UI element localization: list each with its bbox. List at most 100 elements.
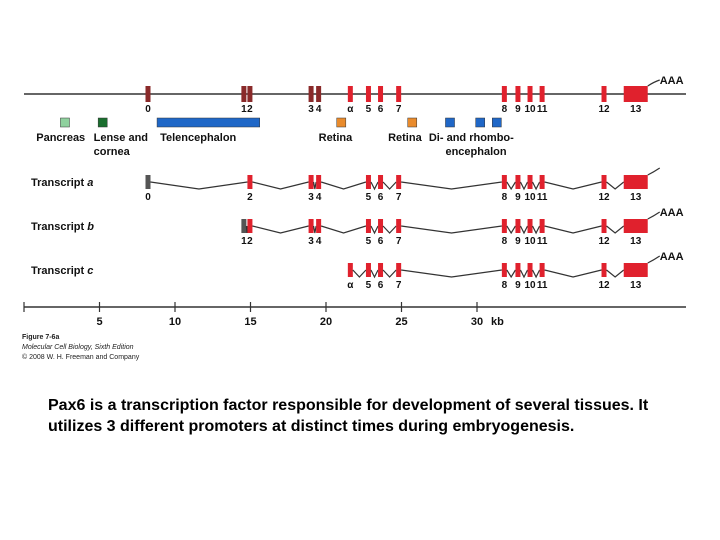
exon-8-label: 8 <box>502 104 508 115</box>
transcript-b-intron-12 <box>606 225 625 234</box>
exon-12-label: 12 <box>598 104 610 115</box>
exon-0-label: 0 <box>145 104 151 115</box>
exon-10-label: 10 <box>524 104 536 115</box>
transcript-a-exon-13-label: 13 <box>630 192 642 203</box>
exon-4-mark <box>316 86 322 102</box>
transcript-c-exon-9-label: 9 <box>515 280 521 291</box>
transcript-a-exon-11-label: 11 <box>537 192 548 203</box>
tissue-dirhombo-label-2: encephalon <box>445 146 506 158</box>
scale-unit: kb <box>491 316 504 328</box>
transcript-b-intron-7 <box>401 225 502 234</box>
transcript-a-intron-12 <box>606 181 625 190</box>
transcript-b-intron-4 <box>320 225 367 234</box>
transcript-b-exon-2-label: 2 <box>247 236 253 247</box>
transcript-c-exon-13-label: 13 <box>630 280 642 291</box>
transcript-c-exon-9 <box>515 263 521 277</box>
transcript-c-polya: AAA <box>660 251 684 263</box>
transcript-b-label: Transcript b <box>31 221 94 233</box>
transcript-a-tail <box>647 167 661 176</box>
transcript-b-exon-5-label: 5 <box>366 236 372 247</box>
exon-1-label: 1 <box>241 104 247 115</box>
transcript-a-exon-12-label: 12 <box>598 192 610 203</box>
transcript-a-exon-4-label: 4 <box>316 192 322 203</box>
transcript-c-exon-7 <box>396 263 402 277</box>
transcript-a-exon-7 <box>396 175 402 189</box>
exon-13-label: 13 <box>630 104 642 115</box>
transcript-b-exon-9-label: 9 <box>515 236 521 247</box>
tissue-retina2-box <box>407 117 418 128</box>
transcript-a-exon-9 <box>515 175 521 189</box>
exon-5-label: 5 <box>366 104 372 115</box>
transcript-a-exon-5-label: 5 <box>366 192 372 203</box>
transcript-b-intron-5 <box>370 225 379 235</box>
exon-6-label: 6 <box>378 104 384 115</box>
transcript-a-exon-6 <box>378 175 384 189</box>
transcript-b-intron-1 <box>245 225 249 234</box>
transcript-c-exon-11-label: 11 <box>537 280 548 291</box>
exon-6-mark <box>378 86 384 102</box>
tissue-extra-box-2 <box>492 117 502 128</box>
transcript-c-intron-7 <box>531 269 541 279</box>
exon-9-label: 9 <box>515 104 521 115</box>
scale-label-25: 25 <box>395 316 407 328</box>
transcript-c-exon-6 <box>378 263 384 277</box>
figure-copyright: © 2008 W. H. Freeman and Company <box>22 353 140 361</box>
transcript-c-exon-5 <box>365 263 371 277</box>
transcript-c-exon-13 <box>623 263 648 277</box>
transcript-c-exon-12-label: 12 <box>598 280 610 291</box>
tissue-retina1-box <box>336 117 347 128</box>
scale-label-5: 5 <box>96 316 102 328</box>
transcript-c-intron-1 <box>352 269 367 278</box>
tissue-pancreas-box <box>60 117 70 128</box>
transcript-c-exon-10 <box>527 263 533 277</box>
transcript-c-exon-8 <box>501 263 507 277</box>
transcript-c-intron-4 <box>401 269 502 278</box>
transcript-b-tail <box>647 211 661 220</box>
transcript-c-intron-5 <box>506 269 516 279</box>
exon-3-label: 3 <box>308 104 314 115</box>
transcript-c-label: Transcript c <box>31 265 93 277</box>
transcript-c-exon-11 <box>539 263 545 277</box>
transcript-a-exon-10 <box>527 175 533 189</box>
transcript-b-exon-10 <box>527 219 533 233</box>
transcript-a-exon-11 <box>539 175 545 189</box>
transcript-b-intron-11 <box>544 225 602 234</box>
transcript-b-intron-2 <box>252 225 309 234</box>
exon-2-mark <box>247 86 253 102</box>
transcript-a-intron-4 <box>320 181 367 190</box>
exon-11-label: 11 <box>537 104 548 115</box>
transcript-a-exon-8-label: 8 <box>502 192 508 203</box>
transcript-c-intron-6 <box>519 269 529 279</box>
transcript-b-intron-3 <box>312 225 317 234</box>
tissue-lense-label-2: cornea <box>94 146 131 158</box>
transcript-a-exon-2-label: 2 <box>247 192 253 203</box>
transcript-b-polya: AAA <box>660 207 684 219</box>
exon-α-mark <box>347 86 353 102</box>
exon-0-mark <box>145 86 151 102</box>
polya-label: AAA <box>660 75 684 87</box>
transcript-b-exon-7-label: 7 <box>396 236 402 247</box>
transcript-b-intron-6 <box>382 225 397 234</box>
transcript-a-exon-4 <box>316 175 322 189</box>
transcript-a-exon-2 <box>247 175 253 189</box>
exon-5-mark <box>365 86 371 102</box>
figure-credit: Figure 7-6a Molecular Cell Biology, Sixt… <box>22 334 140 361</box>
transcript-a-label: Transcript a <box>31 177 93 189</box>
exon-1-mark <box>241 86 247 102</box>
exon-10-mark <box>527 86 533 102</box>
transcript-b-exon-6 <box>378 219 384 233</box>
transcript-a-intron-3 <box>312 181 317 190</box>
transcript-b-exon-13-label: 13 <box>630 236 642 247</box>
exon-α-label: α <box>347 104 354 115</box>
transcript-a-exon-5 <box>365 175 371 189</box>
transcript-a-exon-9-label: 9 <box>515 192 521 203</box>
exon-2-label: 2 <box>247 104 253 115</box>
transcript-c-exon-7-label: 7 <box>396 280 402 291</box>
transcript-c-exon-8-label: 8 <box>502 280 508 291</box>
figure-source-book: Molecular Cell Biology, Sixth Edition <box>22 344 134 351</box>
transcript-b-exon-1 <box>241 219 247 233</box>
tissue-pancreas-label-1: Pancreas <box>36 132 85 144</box>
slide-caption: Pax6 is a transcription factor responsib… <box>48 397 649 435</box>
